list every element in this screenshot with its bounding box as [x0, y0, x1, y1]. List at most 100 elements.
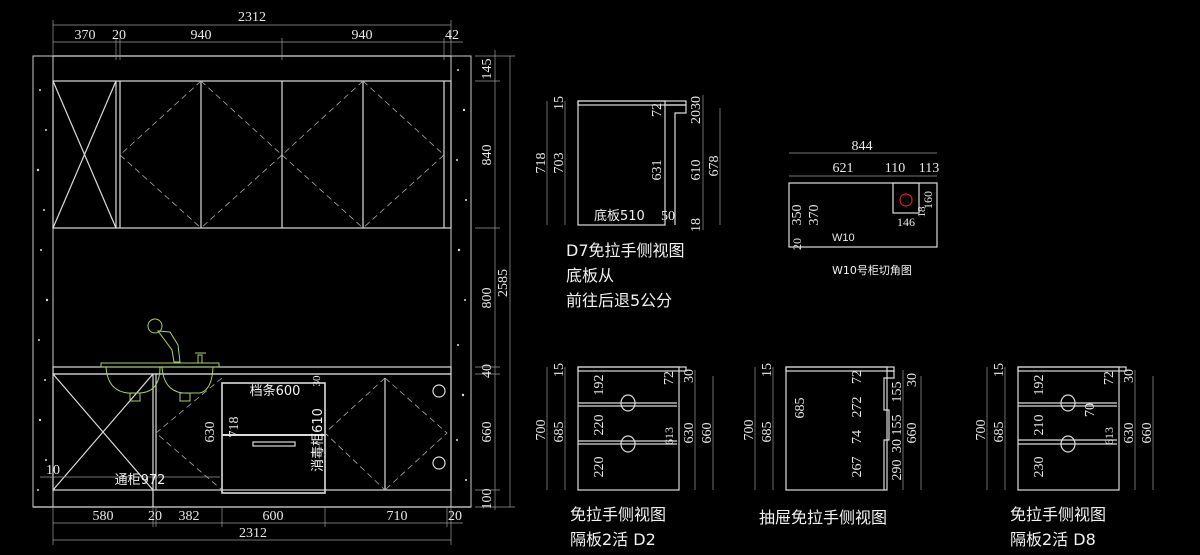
- dim-right: 660: [480, 422, 495, 443]
- upper-cabinets: [52, 80, 452, 229]
- dim: 15: [760, 363, 775, 377]
- dim: 350: [790, 205, 805, 226]
- dim-right: 145: [480, 59, 495, 80]
- d8-side-view: 700 15 685 192 210 230 72 70 613 30 630 …: [974, 363, 1155, 549]
- dim: 370: [807, 205, 822, 226]
- dim: 15: [552, 96, 567, 110]
- dim: 74: [850, 430, 865, 444]
- dim-bottom: 20: [448, 509, 462, 524]
- dim: 685: [552, 422, 567, 443]
- drawer-side-view: 700 15 685 685 72 272 74 267 155 155 30 …: [742, 363, 922, 527]
- dim: 630: [682, 423, 697, 444]
- dim-bottom: 382: [179, 509, 200, 524]
- dim: 15: [992, 363, 1007, 377]
- dim: 718: [534, 153, 549, 174]
- caption: 免拉手侧视图: [570, 505, 666, 524]
- dim: 30: [1122, 369, 1137, 383]
- dim-top: 940: [191, 28, 212, 43]
- dim: 700: [534, 420, 549, 441]
- dim: 660: [905, 423, 920, 444]
- dim-30: 30: [311, 375, 323, 387]
- countertop: [52, 366, 452, 375]
- dim: 50: [661, 209, 675, 224]
- dim: 685: [992, 422, 1007, 443]
- d2-side-view: 700 15 685 192 220 220 72 613 30 630 660…: [534, 363, 715, 549]
- hinge-hole: [432, 384, 446, 398]
- dim: 30: [905, 373, 920, 387]
- offset-label: 10: [46, 463, 60, 478]
- dim: 660: [700, 423, 715, 444]
- dim-718: 718: [227, 417, 242, 438]
- dim: 700: [974, 420, 989, 441]
- dim: 192: [592, 375, 607, 396]
- dim: 113: [919, 161, 939, 176]
- dim: 267: [850, 457, 865, 478]
- dim-right-total: 2585: [496, 269, 511, 297]
- dim: 18: [916, 206, 928, 218]
- dim-top: 370: [75, 28, 96, 43]
- dim: 160: [921, 191, 935, 209]
- dim: 621: [833, 161, 854, 176]
- caption: 抽屉免拉手侧视图: [759, 508, 887, 527]
- caption: 免拉手侧视图: [1010, 505, 1106, 524]
- dim: 20: [790, 238, 804, 250]
- caption: 底板从: [566, 266, 614, 285]
- dim: 613: [662, 427, 676, 445]
- dim: 2030: [689, 96, 704, 124]
- caption: 隔板2活 D2: [570, 530, 656, 549]
- dim: 685: [793, 398, 808, 419]
- dim: 155: [890, 415, 905, 436]
- dim-630: 630: [203, 422, 218, 443]
- dim: 30: [890, 439, 905, 453]
- dim: 290: [890, 460, 905, 481]
- dim: 155: [890, 382, 905, 403]
- dim-top: 42: [445, 28, 459, 43]
- dim: 844: [852, 139, 873, 154]
- hole-icon: [899, 193, 913, 207]
- dim: 146: [897, 215, 915, 229]
- dim: 703: [552, 153, 567, 174]
- dim-bottom: 600: [263, 509, 284, 524]
- dim: 660: [1140, 423, 1155, 444]
- dim: 685: [760, 422, 775, 443]
- caption: 隔板2活 D8: [1010, 530, 1096, 549]
- kitchen-elevation: 2312 370 20 940 940 42 145 840 800 40 66…: [32, 10, 515, 545]
- sink-faucet-icon: [100, 318, 220, 402]
- caption: 前往后退5公分: [566, 291, 672, 310]
- dim: 613: [1102, 427, 1116, 445]
- caption: W10号柜切角图: [832, 264, 912, 277]
- dim-top-total: 2312: [238, 10, 266, 25]
- right-wall: [450, 55, 472, 508]
- dim: 72: [650, 103, 665, 117]
- w10-label: W10: [832, 232, 855, 244]
- dim: 110: [885, 161, 905, 176]
- dim-right: 40: [480, 364, 495, 378]
- dim: 72: [1102, 371, 1117, 385]
- dim-top: 20: [112, 28, 126, 43]
- dim: 18: [689, 218, 704, 232]
- dim-right: 800: [480, 288, 495, 309]
- dim: 678: [707, 156, 722, 177]
- dim-right: 840: [480, 145, 495, 166]
- d7-side-view: 718 15 703 72 631 2030 610 678 18 底板510 …: [534, 95, 722, 310]
- base-cabinets: [52, 373, 452, 491]
- dim: 192: [1032, 375, 1047, 396]
- bottom-board-label: 底板510: [594, 208, 645, 224]
- caption: D7免拉手侧视图: [566, 241, 685, 260]
- sterilizer-cabinet: [221, 382, 326, 494]
- w10-corner-view: 844 621 110 113 160 18 146 350 370 20 W1…: [788, 139, 939, 277]
- dim: 30: [682, 369, 697, 383]
- dim-bottom: 20: [148, 509, 162, 524]
- wall-speckle: [36, 69, 467, 491]
- dim: 631: [650, 160, 665, 181]
- rail-label: 档条600: [250, 383, 301, 399]
- sterilizer-label: 消毒柜610: [311, 408, 326, 472]
- dim: 230: [1032, 457, 1047, 478]
- dim: 72: [850, 370, 865, 384]
- through-cabinet-label: 通柜972: [115, 473, 166, 488]
- dim: 220: [592, 457, 607, 478]
- dim: 630: [1122, 423, 1137, 444]
- left-wall: [32, 55, 54, 508]
- dim: 210: [1032, 415, 1047, 436]
- dim-right: 100: [480, 489, 495, 510]
